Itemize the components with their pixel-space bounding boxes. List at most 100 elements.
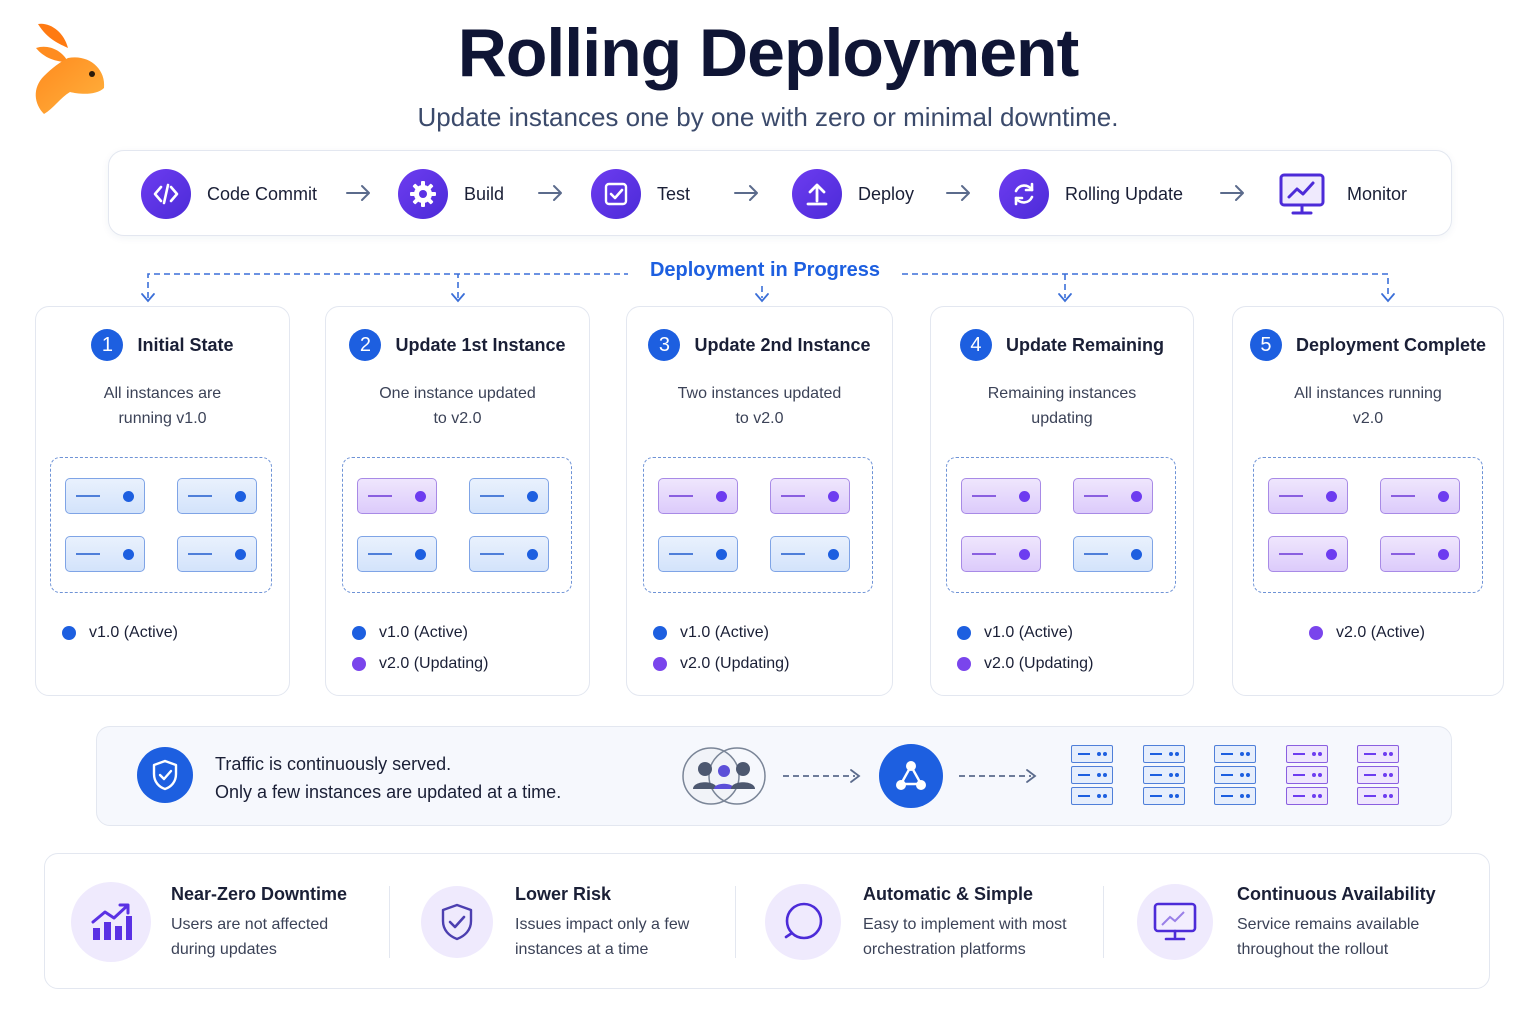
server-line xyxy=(76,553,100,555)
server-status-dot xyxy=(1326,491,1337,502)
divider xyxy=(1103,886,1104,958)
server-line xyxy=(188,495,212,497)
server-instance-v1 xyxy=(770,536,850,572)
server-instance-v2 xyxy=(961,536,1041,572)
pipeline-step-monitor: Monitor xyxy=(1277,168,1407,220)
dashed-arrow-icon xyxy=(783,769,861,783)
divider xyxy=(735,886,736,958)
pipeline-step-label: Code Commit xyxy=(207,183,318,204)
instance-group xyxy=(1253,457,1483,593)
server-line xyxy=(1279,553,1303,555)
rack-unit xyxy=(1214,766,1256,784)
server-line xyxy=(1391,553,1415,555)
legend-label: v2.0 (Updating) xyxy=(680,654,790,672)
benefit-title: Automatic & Simple xyxy=(863,884,1034,904)
server-status-dot xyxy=(1438,549,1449,560)
stage-header: 5 Deployment Complete xyxy=(1233,329,1503,361)
instance-group xyxy=(946,457,1176,593)
server-instance-v1 xyxy=(177,536,257,572)
server-line xyxy=(1084,495,1108,497)
pipeline-step-label: Test xyxy=(657,183,691,204)
stage-number-badge: 2 xyxy=(349,329,382,361)
legend-dot xyxy=(62,625,76,640)
server-status-dot xyxy=(415,491,426,502)
arrow-right-icon xyxy=(1220,185,1244,201)
page-subtitle: Update instances one by one with zero or… xyxy=(417,102,1119,132)
server-instance-v1 xyxy=(658,536,738,572)
server-status-dot xyxy=(1326,549,1337,560)
legend-dot xyxy=(957,656,971,671)
rack-unit xyxy=(1143,766,1185,784)
server-status-dot xyxy=(527,491,538,502)
benefit-desc-line: Users are not affected xyxy=(171,916,329,933)
server-rack-v1-icon xyxy=(1143,745,1185,807)
legend-label: v2.0 (Updating) xyxy=(984,654,1094,672)
server-status-dot xyxy=(123,549,134,560)
stage-legend: v1.0 (Active) v2.0 (Updating) xyxy=(653,617,789,679)
server-status-dot xyxy=(415,549,426,560)
benefit-desc-line: orchestration platforms xyxy=(863,941,1026,958)
legend-item: v2.0 (Updating) xyxy=(352,648,488,679)
arrow-right-icon xyxy=(538,185,562,201)
benefit-title: Near-Zero Downtime xyxy=(171,884,348,904)
benefit-desc-line: during updates xyxy=(171,941,277,958)
divider xyxy=(389,886,390,958)
server-line xyxy=(76,495,100,497)
load-balancer-icon xyxy=(879,744,943,808)
refresh-icon xyxy=(999,169,1049,219)
server-instance-v1 xyxy=(1073,536,1153,572)
stage-title: Deployment Complete xyxy=(1295,334,1487,355)
rack-unit xyxy=(1286,766,1328,784)
server-status-dot xyxy=(1438,491,1449,502)
server-status-dot xyxy=(716,549,727,560)
shield-check-icon xyxy=(137,747,193,803)
stage-number-badge: 5 xyxy=(1249,329,1282,361)
stage-legend: v1.0 (Active) xyxy=(62,617,178,648)
server-instance-v1 xyxy=(177,478,257,514)
stage-desc-line: to v2.0 xyxy=(735,410,784,427)
upload-icon xyxy=(792,169,842,219)
server-instance-v1 xyxy=(65,478,145,514)
server-instance-v2 xyxy=(1380,478,1460,514)
rack-unit xyxy=(1286,745,1328,763)
rack-unit xyxy=(1143,745,1185,763)
page-title: Rolling Deployment xyxy=(457,15,1079,91)
rack-unit xyxy=(1286,787,1328,805)
server-line xyxy=(669,495,693,497)
legend-dot xyxy=(653,656,667,671)
server-rack-v1-icon xyxy=(1071,745,1113,807)
server-rack-v2-icon xyxy=(1357,745,1399,807)
checkbox-icon xyxy=(591,169,641,219)
legend-item: v1.0 (Active) xyxy=(62,617,178,648)
pipeline-step-label: Monitor xyxy=(1347,183,1408,204)
pipeline-step-label: Rolling Update xyxy=(1065,183,1184,204)
traffic-line-2: Only a few instances are updated at a ti… xyxy=(215,782,562,802)
stage-legend: v2.0 (Active) xyxy=(1309,617,1425,648)
legend-label: v1.0 (Active) xyxy=(680,623,769,641)
stage-description: Two instances updated to v2.0 xyxy=(627,381,892,431)
deployment-progress-label: Deployment in Progress xyxy=(649,259,881,281)
stage-legend: v1.0 (Active) v2.0 (Updating) xyxy=(352,617,488,679)
server-line xyxy=(1084,553,1108,555)
legend-dot xyxy=(352,625,366,640)
rack-unit xyxy=(1071,745,1113,763)
growth-chart-icon xyxy=(71,882,151,962)
benefit-title: Lower Risk xyxy=(515,884,612,904)
stage-desc-line: Two instances updated xyxy=(677,385,842,402)
server-line xyxy=(972,495,996,497)
pipeline-bar: Code Commit Build Test Deploy Rolling Up… xyxy=(108,150,1452,236)
server-instance-v2 xyxy=(1380,536,1460,572)
benefit-title: Continuous Availability xyxy=(1237,884,1436,904)
legend-label: v1.0 (Active) xyxy=(984,623,1073,641)
legend-label: v1.0 (Active) xyxy=(379,623,468,641)
pipeline-step-code-commit: Code Commit xyxy=(141,168,317,220)
server-line xyxy=(368,553,392,555)
code-icon xyxy=(141,169,191,219)
legend-item: v2.0 (Active) xyxy=(1309,617,1425,648)
